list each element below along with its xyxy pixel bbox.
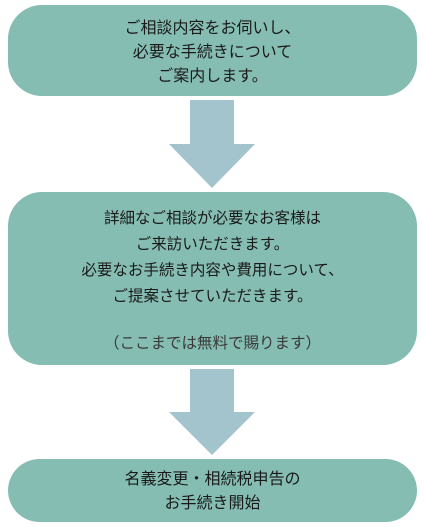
down-arrow-icon xyxy=(169,100,255,188)
step-2-box: 詳細なご相談が必要なお客様は ご来訪いただきます。 必要なお手続き内容や費用につ… xyxy=(8,192,417,365)
step-1-line-1: ご相談内容をお伺いし、 xyxy=(124,17,301,37)
step-3-line-2: お手続き開始 xyxy=(164,492,261,512)
down-arrow-icon xyxy=(169,369,255,455)
step-2-line-2: ご来訪いただきます。 xyxy=(135,235,290,253)
step-2-line-4: ご提案させていただきます。 xyxy=(112,287,313,305)
step-1-box: ご相談内容をお伺いし、 必要な手続きについて ご案内します。 xyxy=(8,5,417,96)
step-1-line-3: ご案内します。 xyxy=(157,65,268,85)
step-2-line-3: 必要なお手続き内容や費用について、 xyxy=(81,261,344,279)
step-3-line-1: 名義変更・相続税申告の xyxy=(124,468,301,488)
step-3-box: 名義変更・相続税申告の お手続き開始 xyxy=(8,459,417,522)
step-2-note: （ここまでは無料で賜ります） xyxy=(103,334,321,352)
step-2-line-1: 詳細なご相談が必要なお客様は xyxy=(103,209,321,227)
step-1-line-2: 必要な手続きについて xyxy=(132,41,293,61)
